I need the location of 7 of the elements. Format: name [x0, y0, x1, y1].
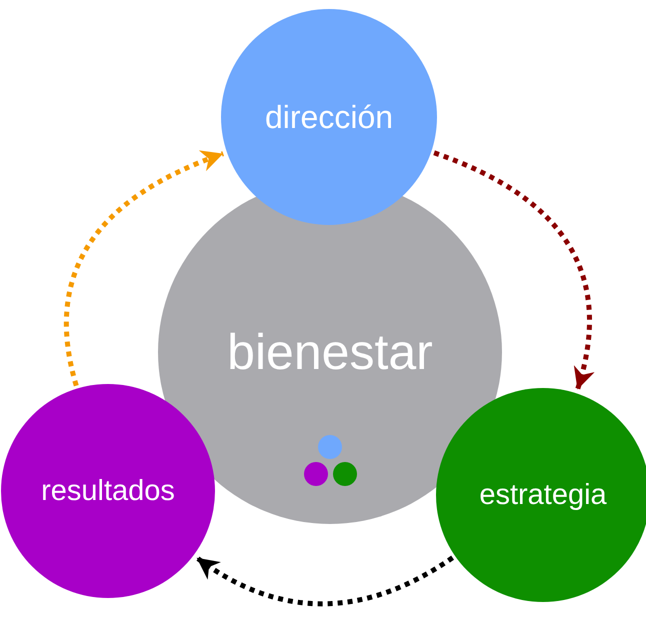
dotted-arrow	[64, 151, 224, 386]
node-label: dirección	[264, 98, 394, 137]
dotted-arrow	[195, 556, 454, 606]
node-label: bienestar	[227, 322, 433, 382]
node-label: estrategia	[479, 478, 607, 513]
node-label: resultados	[41, 474, 175, 509]
dotted-arrow	[433, 150, 594, 390]
